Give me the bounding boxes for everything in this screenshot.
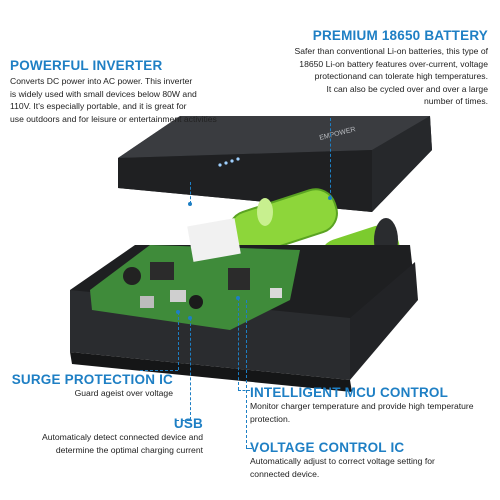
battery-leader-dot xyxy=(328,196,332,200)
surge-leader xyxy=(178,312,179,370)
top-cover xyxy=(118,116,432,212)
voltage-leader xyxy=(246,300,247,448)
mcu-leader-dot xyxy=(236,296,240,300)
inverter-leader xyxy=(190,182,191,204)
voltage-title: VOLTAGE CONTROL IC xyxy=(250,440,405,455)
battery-title: PREMIUM 18650 BATTERY xyxy=(312,28,488,43)
surge-title: SURGE PROTECTION IC xyxy=(11,372,173,387)
callout-surge: SURGE PROTECTION IC Guard ageist over vo… xyxy=(10,372,173,400)
callout-voltage: VOLTAGE CONTROL IC Automatically adjust … xyxy=(250,440,495,480)
voltage-leader-h xyxy=(246,448,252,449)
battery-text: Safer than conventional Li-on batteries,… xyxy=(294,46,488,107)
usb-leader-dot xyxy=(188,316,192,320)
mcu-leader-h xyxy=(238,390,250,391)
usb-leader xyxy=(190,318,191,420)
circuit-board xyxy=(90,218,300,330)
mcu-title: INTELLIGENT MCU CONTROL xyxy=(250,385,449,400)
voltage-text: Automatically adjust to correct voltage … xyxy=(250,456,435,479)
surge-text: Guard ageist over voltage xyxy=(74,388,173,398)
inverter-leader-dot xyxy=(188,202,192,206)
mcu-text: Monitor charger temperature and provide … xyxy=(250,401,474,424)
callout-mcu: INTELLIGENT MCU CONTROL Monitor charger … xyxy=(250,385,495,425)
usb-title: USB xyxy=(173,416,203,431)
callout-inverter: POWERFUL INVERTER Converts DC power into… xyxy=(10,58,250,125)
callout-usb: USB Automaticaly detect connected device… xyxy=(10,416,203,456)
usb-leader-h xyxy=(176,420,190,421)
inverter-title: POWERFUL INVERTER xyxy=(10,58,163,73)
surge-leader-dot xyxy=(176,310,180,314)
surge-leader-h xyxy=(140,370,178,371)
battery-leader xyxy=(330,118,331,198)
usb-text: Automaticaly detect connected device and… xyxy=(42,432,203,455)
callout-battery: PREMIUM 18650 BATTERY Safer than convent… xyxy=(248,28,488,108)
mcu-leader xyxy=(238,298,239,390)
inverter-text: Converts DC power into AC power. This in… xyxy=(10,76,217,124)
